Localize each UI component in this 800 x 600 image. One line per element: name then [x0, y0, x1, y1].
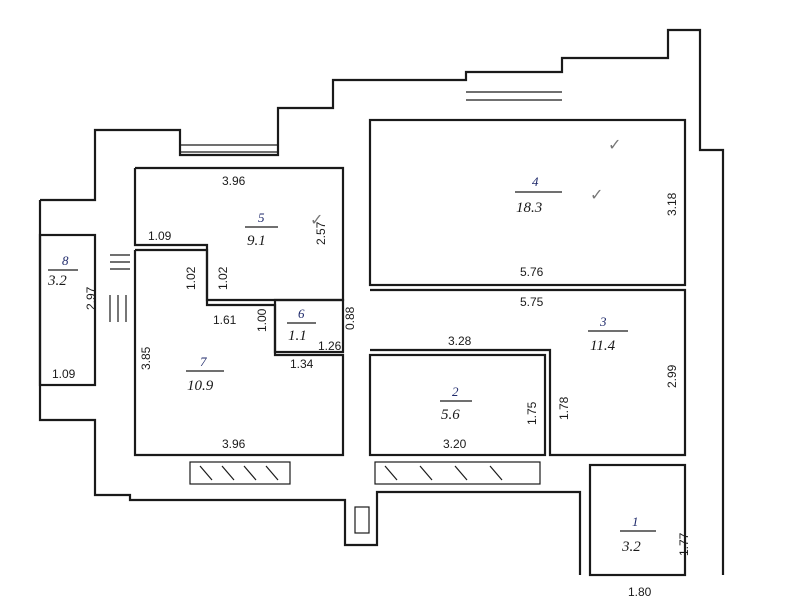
room-5-number: 5 — [258, 210, 265, 225]
dim-room8-bottom: 1.09 — [52, 367, 76, 381]
room-8-outline — [38, 233, 97, 387]
room-1-number: 1 — [632, 514, 639, 529]
dim-room2-top: 3.28 — [448, 334, 472, 348]
dim-room4-bottom: 5.76 — [520, 265, 544, 279]
dim-room7-top-right: 1.34 — [290, 357, 314, 371]
window-top-right — [466, 91, 562, 101]
dim-room3-inner: 1.78 — [557, 396, 571, 420]
room-7-outline — [133, 248, 345, 457]
dim-room5-step-a: 1.02 — [184, 266, 198, 290]
room-6-area: 1.1 — [288, 328, 307, 344]
dim-room5-step-b: 1.02 — [216, 266, 230, 290]
outer-wall-left — [38, 200, 582, 575]
dim-room2-right: 1.75 — [525, 401, 539, 425]
room-3-outline — [370, 288, 687, 457]
dim-room6-right: 0.88 — [343, 306, 357, 330]
check-mark: ✓ — [590, 185, 603, 204]
dim-room6-left: 1.00 — [255, 308, 269, 332]
check-mark: ✓ — [608, 135, 621, 154]
dim-room8-right: 2.97 — [84, 286, 98, 310]
room-1-area: 3.2 — [621, 539, 641, 555]
room-2-number: 2 — [452, 384, 459, 399]
dim-room1-right: 1.77 — [677, 532, 691, 556]
room-5-area: 9.1 — [247, 233, 266, 249]
window-room5 — [180, 144, 278, 153]
room-4-outline — [368, 118, 687, 287]
dim-room1-bottom: 1.80 — [628, 585, 652, 599]
room-3-number: 3 — [599, 314, 607, 329]
dim-room5-right: 2.57 — [314, 221, 328, 245]
room-1-outline — [588, 463, 687, 577]
dim-room5-top: 3.96 — [222, 174, 246, 188]
room-4-number: 4 — [532, 174, 539, 189]
check-mark: ✓ — [310, 210, 323, 229]
outer-wall — [40, 28, 725, 575]
dim-room2-bottom: 3.20 — [443, 437, 467, 451]
room-2-area: 5.6 — [441, 407, 460, 423]
dim-room7-bottom: 3.96 — [222, 437, 246, 451]
dim-room3-top: 5.75 — [520, 295, 544, 309]
dim-room4-right: 3.18 — [665, 192, 679, 216]
room-7-number: 7 — [200, 354, 207, 369]
dim-room6-top: 1.61 — [213, 313, 237, 327]
dim-room3-right: 2.99 — [665, 364, 679, 388]
room-4-area: 18.3 — [516, 200, 542, 216]
dim-room5-inner-top: 1.09 — [148, 229, 172, 243]
room-6-number: 6 — [298, 306, 305, 321]
room-7-area: 10.9 — [187, 378, 214, 394]
room-2-outline — [368, 353, 547, 457]
room-8-area: 3.2 — [47, 273, 67, 289]
room-3-area: 11.4 — [590, 338, 616, 354]
dim-room7-left: 3.85 — [139, 346, 153, 370]
room-8-number: 8 — [62, 253, 69, 268]
stair-mark — [109, 254, 130, 322]
ventilation-blocks — [189, 461, 541, 534]
dim-room6-bottom: 1.26 — [318, 339, 342, 353]
